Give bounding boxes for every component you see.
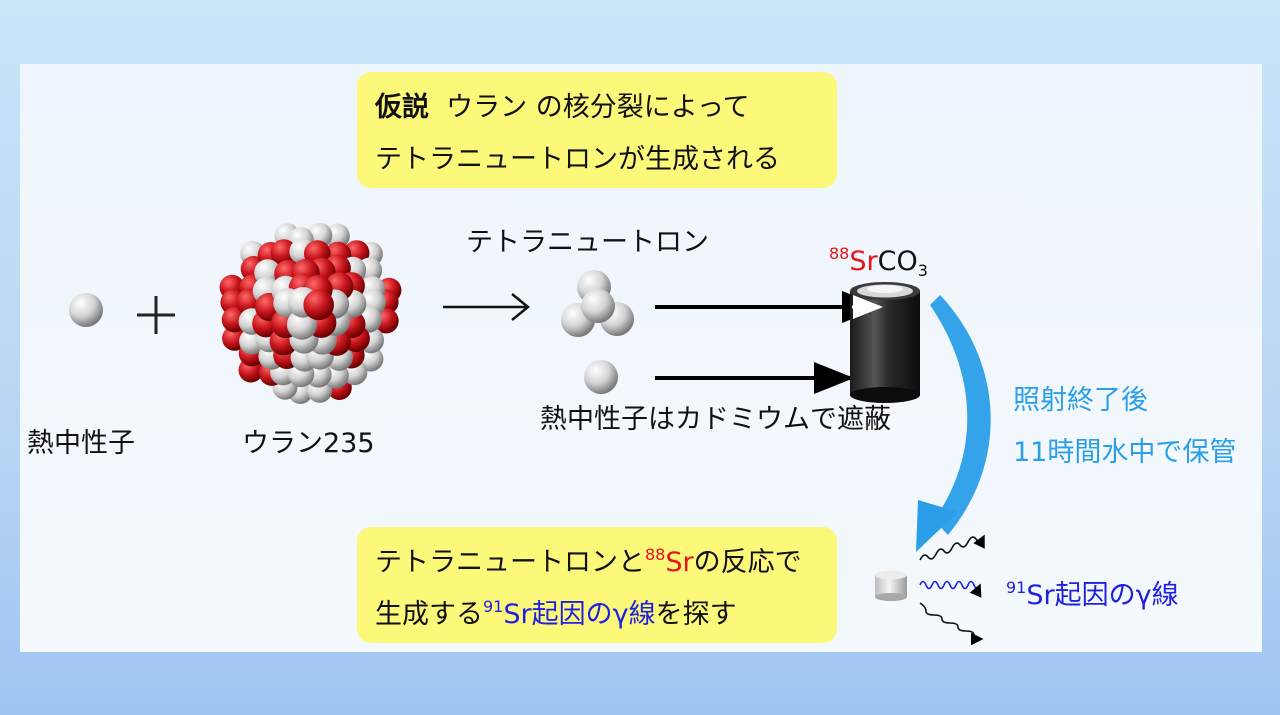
goal-line1-mass: 88	[645, 545, 666, 564]
target-sub: 3	[917, 261, 928, 280]
hypothesis-keyword: 仮説	[375, 92, 429, 123]
nucleon-sphere	[303, 289, 335, 321]
goal-line1-element: Sr	[665, 547, 694, 578]
thermal-neutron-label: 熱中性子	[27, 428, 135, 459]
tetraneutron-cluster	[561, 270, 634, 337]
plus-icon	[137, 296, 175, 334]
goal-line2-mass: 91	[483, 597, 504, 616]
nucleon-sphere	[270, 239, 297, 266]
thermal-neutron-small	[584, 360, 618, 394]
target-element: Sr	[849, 246, 878, 277]
uranium-nucleus	[219, 222, 402, 404]
after-irradiation-label: 照射終了後	[1013, 385, 1148, 416]
cadmium-cylinder	[850, 282, 920, 403]
storage-label: 11時間水中で保管	[1013, 437, 1237, 468]
hypothesis-line1: ウラン の核分裂によって	[446, 92, 750, 123]
reaction-arrow-icon	[443, 293, 530, 321]
gamma-ray-waves	[919, 534, 985, 646]
target-suffix: CO	[877, 246, 918, 277]
thermal-neutron-sphere	[69, 293, 103, 327]
tetraneutron-label: テトラニュートロン	[466, 227, 709, 258]
goal-line1-post: の反応で	[693, 547, 802, 578]
target-label: 88SrCO3	[829, 244, 928, 280]
nucleon-sphere	[324, 223, 350, 249]
hypothesis-note: 仮説 ウラン の核分裂によって テトラニュートロンが生成される	[357, 72, 837, 188]
hypothesis-line2: テトラニュートロンが生成される	[375, 144, 780, 175]
uranium-label: ウラン235	[242, 428, 375, 459]
gamma-label: 91Sr起因のγ線	[1006, 573, 1179, 612]
gamma-mass: 91	[1006, 578, 1027, 597]
goal-line2-pre: 生成する	[375, 599, 483, 630]
storage-curved-arrow	[916, 295, 991, 552]
goal-line1-pre: テトラニュートロンと	[375, 547, 645, 578]
cadmium-shield-label: 熱中性子はカドミウムで遮蔽	[540, 404, 891, 435]
goal-line2-blue: Sr起因のγ線	[503, 599, 656, 630]
goal-line2-post: を探す	[655, 599, 737, 630]
target-mass: 88	[829, 244, 850, 263]
goal-note: テトラニュートロンと88Srの反応で 生成する91Sr起因のγ線を探す	[357, 527, 837, 643]
sample-cylinder	[875, 570, 907, 601]
gamma-text: Sr起因のγ線	[1026, 580, 1179, 611]
